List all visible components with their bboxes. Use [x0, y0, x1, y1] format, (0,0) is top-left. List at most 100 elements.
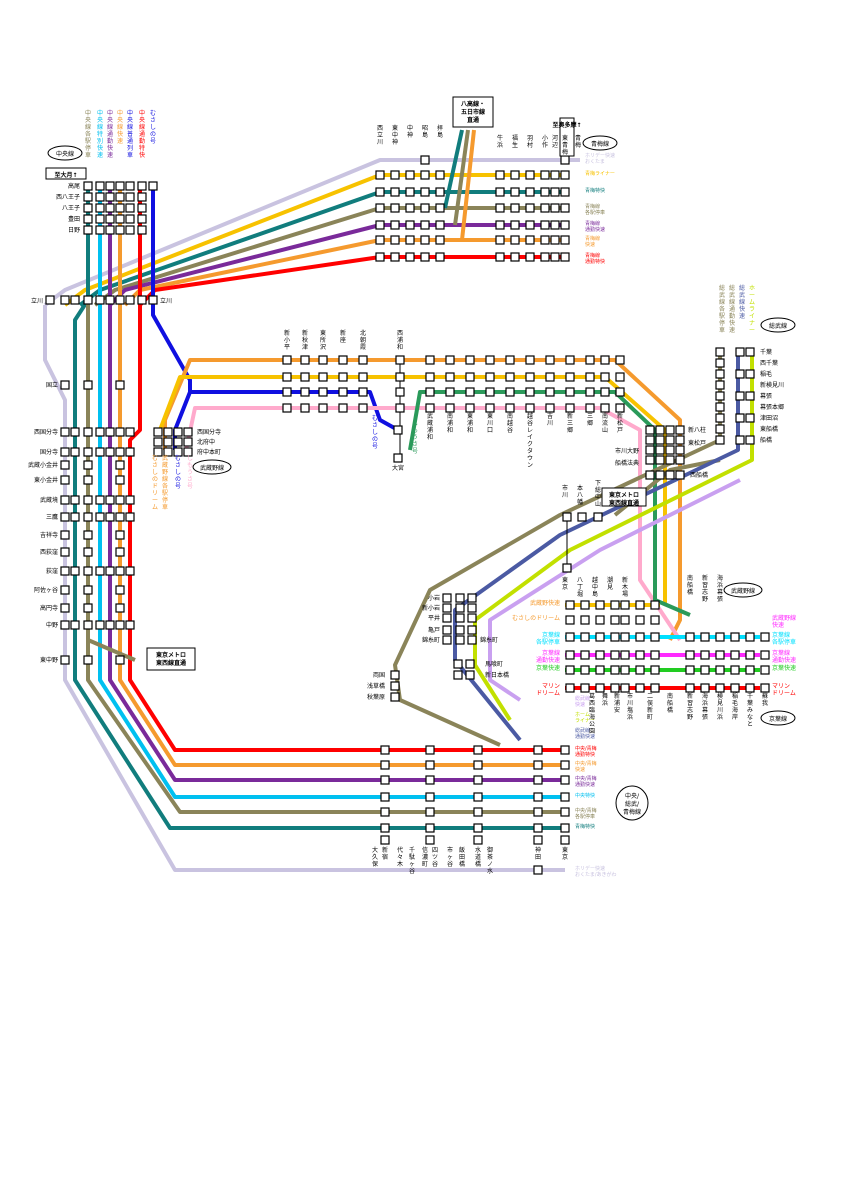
- through-service-text: 東西線直通: [156, 659, 186, 667]
- station-marker: [565, 372, 575, 382]
- station-marker: [550, 235, 560, 245]
- keiyo-service-label: むさしのドリーム: [512, 615, 560, 622]
- service-label: 中央線通勤快速: [107, 109, 113, 159]
- station-marker: [442, 593, 452, 603]
- station-marker: [395, 355, 405, 365]
- station-label-vertical: 蘇我: [762, 692, 768, 707]
- station-marker: [83, 585, 93, 595]
- station-marker: [495, 235, 505, 245]
- station-label-vertical: 検見川浜: [717, 692, 723, 721]
- station-label: 西千葉: [760, 359, 778, 367]
- station-marker: [60, 566, 70, 576]
- station-marker: [282, 372, 292, 382]
- station-marker: [115, 585, 125, 595]
- keiyo-service-label: マリンドリーム: [772, 683, 796, 697]
- station-marker: [700, 665, 710, 675]
- station-marker: [615, 403, 625, 413]
- line-name-bubble-text: 総武線: [769, 322, 787, 330]
- station-marker: [650, 632, 660, 642]
- station-label: 府中本町: [197, 448, 221, 456]
- station-marker: [495, 252, 505, 262]
- service-label: 中央線快速: [117, 109, 123, 145]
- station-marker: [83, 295, 93, 305]
- station-label-vertical: 南流山: [602, 412, 608, 434]
- through-service-box: [45, 167, 87, 180]
- station-marker: [405, 203, 415, 213]
- station-marker: [455, 613, 465, 623]
- station-marker: [105, 225, 115, 235]
- station-marker: [645, 455, 655, 465]
- sobu-service-label: ホームライナー: [749, 285, 755, 334]
- station-marker: [425, 355, 435, 365]
- station-marker: [565, 387, 575, 397]
- station-marker: [60, 295, 70, 305]
- station-marker: [375, 235, 385, 245]
- station-marker: [83, 495, 93, 505]
- station-marker: [580, 615, 590, 625]
- through-service-box: [601, 487, 647, 507]
- station-label-vertical: 水道橋: [475, 846, 481, 868]
- station-marker: [473, 807, 483, 817]
- station-marker: [125, 225, 135, 235]
- station-marker: [595, 665, 605, 675]
- station-marker: [395, 403, 405, 413]
- station-marker: [405, 170, 415, 180]
- station-label: 船橋: [760, 436, 772, 444]
- station-marker: [600, 355, 610, 365]
- station-marker: [760, 632, 770, 642]
- station-marker: [685, 632, 695, 642]
- station-marker: [115, 380, 125, 390]
- station-marker: [715, 435, 725, 445]
- station-label-vertical: 信濃町: [422, 846, 428, 868]
- station-label-vertical: 越谷レイクタウン: [527, 412, 533, 469]
- station-label-vertical: 東青梅: [562, 134, 568, 156]
- station-marker: [380, 775, 390, 785]
- station-marker: [585, 355, 595, 365]
- station-marker: [125, 192, 135, 202]
- keiyo-service-label: マリンドリーム: [536, 683, 560, 697]
- through-service-box: [452, 96, 494, 128]
- station-marker: [115, 620, 125, 630]
- station-marker: [300, 403, 310, 413]
- station-marker: [715, 683, 725, 693]
- station-marker: [405, 252, 415, 262]
- station-label-vertical: 昭島: [422, 125, 428, 139]
- station-label: 中野: [46, 621, 58, 629]
- station-marker: [83, 620, 93, 630]
- station-marker: [525, 170, 535, 180]
- station-marker: [495, 220, 505, 230]
- station-label: 豊田: [68, 215, 80, 223]
- station-label: 八王子: [62, 205, 80, 212]
- station-marker: [115, 203, 125, 213]
- station-label-vertical: 稲毛海岸: [732, 692, 738, 721]
- station-label-vertical: 新宿: [382, 846, 388, 861]
- station-marker: [495, 170, 505, 180]
- station-marker: [60, 603, 70, 613]
- keiyo-service-label: 京葉快速: [536, 664, 560, 672]
- station-label: 国立: [46, 381, 58, 389]
- station-label-vertical: 新木場: [622, 576, 628, 598]
- station-label-vertical: 新習志野: [702, 574, 708, 603]
- station-marker: [473, 823, 483, 833]
- station-marker: [420, 170, 430, 180]
- station-label: 小岩: [428, 594, 440, 602]
- station-marker: [445, 387, 455, 397]
- musashino-service-label: しもうさ号: [187, 455, 193, 490]
- station-marker: [115, 181, 125, 191]
- station-marker: [60, 585, 70, 595]
- keiyo-service-label: 京葉快速: [772, 664, 796, 672]
- station-marker: [125, 512, 135, 522]
- station-label-vertical: 大久保: [372, 846, 378, 868]
- station-marker: [525, 203, 535, 213]
- station-label: 高尾: [68, 182, 80, 190]
- musashino-service-label: むさしの号: [175, 455, 181, 490]
- station-marker: [510, 187, 520, 197]
- station-marker: [473, 760, 483, 770]
- station-marker: [655, 425, 665, 435]
- station-marker: [338, 387, 348, 397]
- station-marker: [560, 155, 570, 165]
- station-marker: [115, 547, 125, 557]
- station-label-vertical: 三郷: [587, 413, 593, 427]
- station-marker: [125, 447, 135, 457]
- station-marker: [380, 835, 390, 845]
